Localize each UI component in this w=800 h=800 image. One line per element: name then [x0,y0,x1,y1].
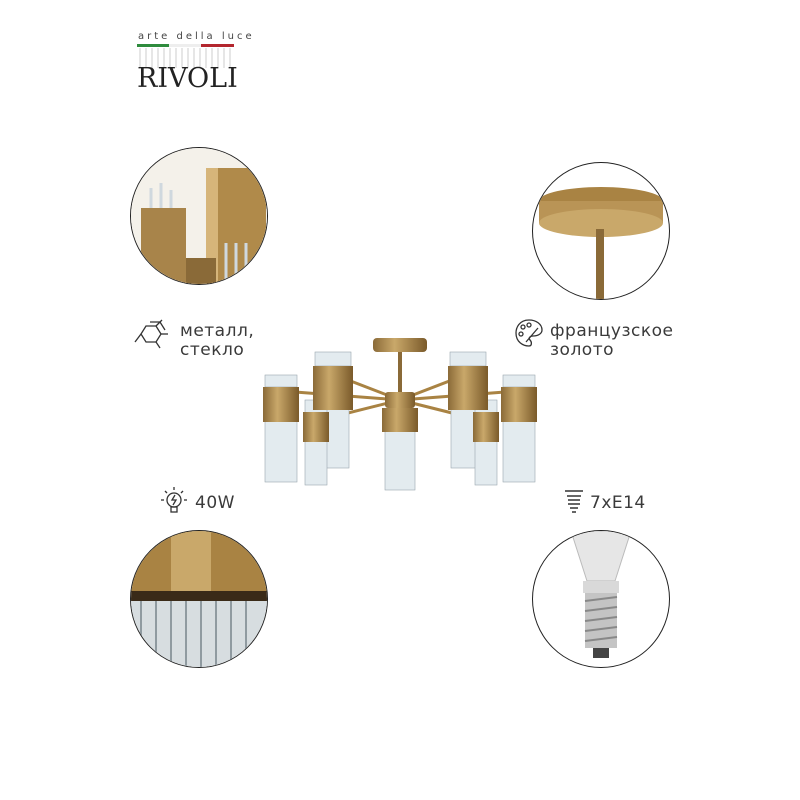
detail-bulb-circle [532,530,670,668]
material-label: металл, стекло [180,322,254,360]
detail-canopy-circle [532,162,670,300]
detail-shades-circle [130,147,268,285]
material-line1: металл, [180,321,255,341]
socket-label: 7xE14 [590,493,646,513]
material-molecule-icon [134,319,168,349]
color-line1: французское [550,321,674,341]
bulb-icon [161,487,187,513]
palette-icon [515,319,543,347]
power-label: 40W [195,493,235,513]
color-label: французское золото [550,322,674,360]
brand-name: RIVOLI [137,63,238,94]
color-line2: золото [550,340,615,360]
brand-tagline: arte della luce [138,31,255,42]
detail-crystal-circle [130,530,268,668]
material-line2: стекло [180,340,245,360]
chandelier-image [263,338,537,491]
logo-lines [139,48,231,68]
socket-icon [565,490,583,513]
italian-flag-stripe [137,44,234,47]
